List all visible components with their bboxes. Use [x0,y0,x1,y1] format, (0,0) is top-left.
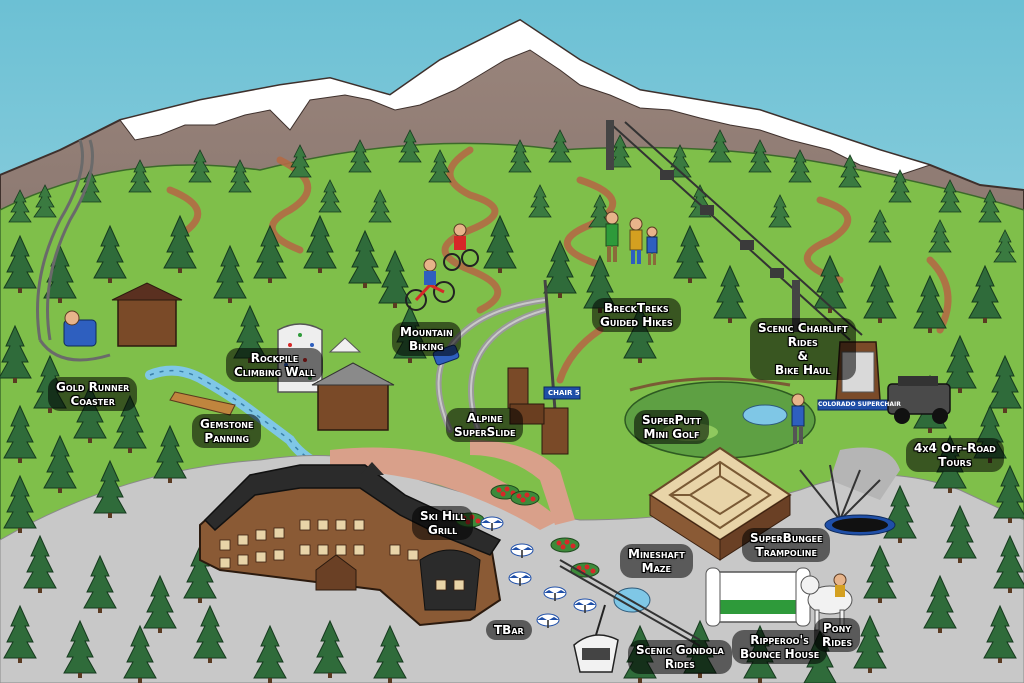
label-line: Trampoline [755,545,817,559]
label-line: Ski Hill [420,509,466,523]
label-line: SuperBungee [750,531,823,545]
label-line: Gemstone [200,417,254,431]
label-line: BreckTreks [604,301,669,315]
label-line: Rides [787,335,818,349]
chairlift-station-sign: COLORADO SUPERCHAIR [818,401,901,408]
label-line: Grill [428,523,458,537]
label-line: Gold Runner [56,380,130,394]
label-line: Ripperoo's [750,633,809,647]
label-line: Maze [641,561,672,575]
label-line: & [797,349,808,363]
label-line: Bounce House [740,647,820,661]
label-tbar[interactable]: TBar [486,620,532,640]
label-line: Climbing Wall [234,365,315,379]
label-line: Alpine [467,411,503,425]
label-line: Scenic Gondola [636,643,724,657]
label-line: Mini Golf [643,427,700,441]
label-line: 4x4 Off-Road [914,441,996,455]
label-line: Mountain [400,325,453,339]
chair-5-sign: CHAIR 5 [548,389,580,397]
label-line: Rides [664,657,695,671]
label-line: Scenic Chairlift [758,321,848,335]
label-line: Guided Hikes [600,315,673,329]
label-line: SuperPutt [642,413,702,427]
label-line: Rockpile [250,351,299,365]
label-line: Biking [409,339,444,353]
label-line: Pony [823,621,852,635]
label-line: Mineshaft [628,547,685,561]
label-line: Rides [822,635,853,649]
label-line: Tours [938,455,972,469]
label-line: Bike Haul [774,363,831,377]
label-line: Coaster [70,394,115,408]
label-line: Panning [204,431,250,445]
label-line: TBar [494,623,524,637]
label-line: SuperSlide [454,425,516,439]
